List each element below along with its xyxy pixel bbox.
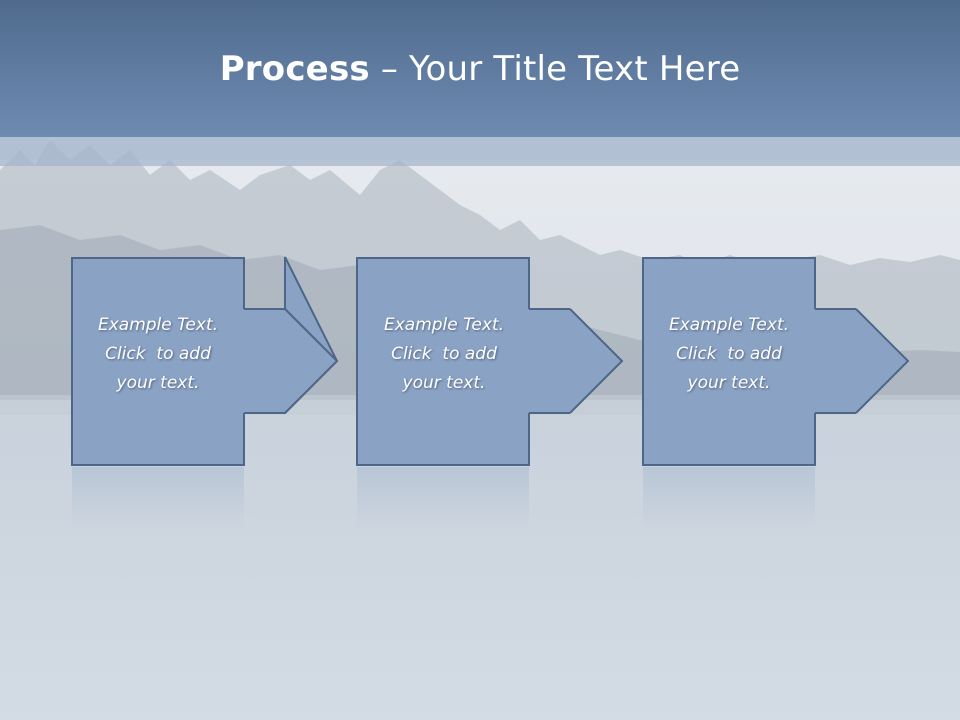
step-1-arrow-outline xyxy=(244,308,339,414)
step-2-text[interactable]: Example Text. Click to add your text. xyxy=(358,311,530,398)
step-1-text[interactable]: Example Text. Click to add your text. xyxy=(72,311,244,398)
title-bar: Process – Your Title Text Here xyxy=(0,0,960,137)
step-2-box[interactable] xyxy=(356,257,530,466)
step-3-line-3: your text. xyxy=(687,373,771,393)
step-1-reflection xyxy=(72,467,244,529)
process-step-2[interactable] xyxy=(356,257,624,529)
process-step-1[interactable] xyxy=(71,256,339,529)
title-strong: Process xyxy=(219,48,370,89)
step-2-reflection xyxy=(357,467,529,529)
step-2-line-3: your text. xyxy=(402,373,486,393)
step-3-arrow-fill xyxy=(814,309,908,413)
step-3-box[interactable] xyxy=(642,257,816,466)
title-underline-strip xyxy=(0,137,960,166)
step-1-line-2: Click to add xyxy=(105,344,211,364)
slide-title: Process – Your Title Text Here xyxy=(220,49,741,89)
step-3-line-1: Example Text. xyxy=(668,315,790,335)
step-1-line-1: Example Text. xyxy=(97,315,219,335)
step-2-arrow-outline xyxy=(529,308,624,414)
step-2-line-1: Example Text. xyxy=(383,315,505,335)
step-3-reflection xyxy=(643,467,815,529)
process-step-3[interactable] xyxy=(642,257,910,529)
step-3-text[interactable]: Example Text. Click to add your text. xyxy=(643,311,815,398)
step-2-line-2: Click to add xyxy=(391,344,497,364)
step-3-line-2: Click to add xyxy=(676,344,782,364)
step-3-arrow-outline xyxy=(815,308,910,414)
title-rest: – Your Title Text Here xyxy=(369,48,741,89)
step-1-arrow-fill xyxy=(243,309,337,413)
step-2-arrow-fill xyxy=(528,309,622,413)
step-1-line-3: your text. xyxy=(116,373,200,393)
step-1-box[interactable] xyxy=(71,257,245,466)
